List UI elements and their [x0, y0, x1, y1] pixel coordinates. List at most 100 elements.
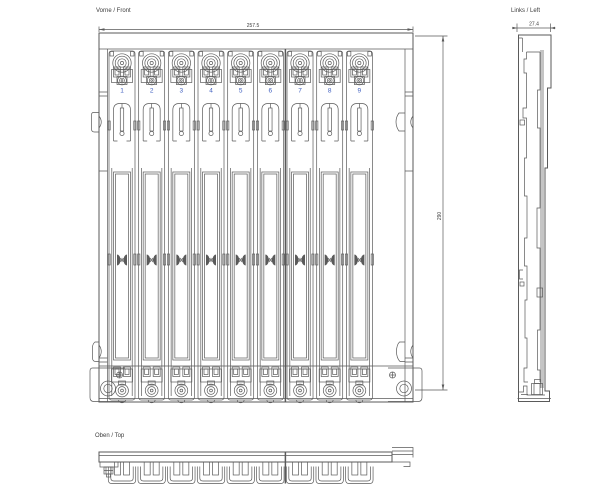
- front-module: 9: [345, 50, 374, 404]
- module-number: 9: [358, 88, 362, 95]
- front-modules: 1: [107, 50, 374, 404]
- top-clip: [167, 461, 196, 484]
- marker-arrows-icon: [206, 254, 217, 266]
- lower-terminal-screw-icon: [204, 383, 218, 398]
- module-number: 4: [209, 88, 213, 95]
- top-clips: [107, 461, 374, 484]
- right-mounting-foot: [388, 367, 423, 402]
- top-clip: [196, 461, 226, 484]
- marker-arrows-icon: [146, 254, 157, 266]
- front-height-dimension: 290: [415, 35, 448, 391]
- upper-terminal-block: [140, 66, 163, 83]
- side-depth-value: 27.4: [529, 22, 539, 28]
- release-latch: [256, 103, 285, 142]
- left-view: [517, 34, 552, 402]
- front-view: 1: [89, 32, 423, 404]
- release-latch: [137, 103, 167, 142]
- ground-screw-icon: [389, 371, 396, 379]
- front-module: 4: [196, 50, 226, 404]
- lower-terminal-screw-icon: [115, 383, 129, 398]
- upper-terminal-block: [111, 66, 133, 83]
- front-module: 5: [226, 50, 256, 404]
- top-clip: [285, 461, 315, 484]
- release-latch: [226, 103, 256, 142]
- module-number: 5: [239, 88, 243, 95]
- left-mounting-foot: [89, 367, 125, 402]
- label-channel: [107, 171, 137, 361]
- marker-arrows-icon: [176, 254, 187, 266]
- release-latch: [166, 103, 196, 142]
- top-clip: [315, 461, 344, 484]
- top-clip: [226, 461, 255, 484]
- lower-terminal-screw-icon: [174, 383, 189, 398]
- top-view: [98, 447, 414, 484]
- module-number: 3: [180, 88, 184, 95]
- left-view-label: Links / Left: [511, 8, 540, 14]
- label-channel: [196, 171, 226, 361]
- upper-terminal-block: [229, 66, 252, 83]
- label-channel: [226, 171, 256, 361]
- label-channel: [345, 171, 374, 361]
- lower-terminal-screw-icon: [293, 383, 307, 398]
- marker-arrows-icon: [265, 254, 276, 266]
- lower-terminal-block: [140, 366, 163, 386]
- lower-terminal-block: [200, 366, 222, 386]
- lower-terminal-screw-icon: [352, 383, 367, 398]
- clamp-screw-icon: [116, 75, 128, 86]
- module-number: 1: [120, 88, 124, 95]
- marker-arrows-icon: [117, 254, 127, 266]
- label-channel: [137, 171, 167, 361]
- front-width-value: 257.5: [247, 23, 260, 29]
- lower-terminal-screw-icon: [322, 383, 337, 398]
- lower-terminal-block: [318, 366, 341, 386]
- ground-screw-icon: [116, 371, 123, 379]
- release-latch: [345, 103, 374, 142]
- lower-terminal-screw-icon: [263, 383, 278, 398]
- label-channel: [166, 171, 196, 361]
- upper-terminal-block: [259, 66, 282, 83]
- top-clip: [345, 461, 374, 484]
- front-module: 7: [285, 50, 315, 404]
- front-module: 8: [315, 50, 345, 404]
- upper-terminal-block: [200, 66, 222, 83]
- upper-terminal-block: [318, 66, 341, 83]
- clamp-screw-icon: [205, 75, 217, 86]
- lower-terminal-block: [170, 366, 193, 386]
- lower-terminal-block: [289, 366, 311, 386]
- lower-terminal-block: [259, 366, 282, 386]
- din-rail-stub: [392, 447, 414, 467]
- front-module: 1: [107, 50, 137, 404]
- label-channel: [256, 171, 285, 361]
- lower-terminal-block: [111, 366, 133, 386]
- module-number: 2: [150, 88, 154, 95]
- upper-terminal-screw-icon: [290, 53, 310, 73]
- lower-terminal-block: [348, 366, 371, 386]
- lower-terminal-screw-icon: [233, 383, 248, 398]
- top-view-label: Oben / Top: [95, 433, 125, 439]
- upper-terminal-block: [170, 66, 193, 83]
- release-latch: [315, 103, 345, 142]
- marker-arrows-icon: [235, 254, 246, 266]
- release-latch: [196, 103, 226, 142]
- clamp-screw-icon: [235, 75, 247, 86]
- upper-terminal-block: [348, 66, 371, 83]
- front-module: 2: [137, 50, 167, 404]
- front-module: 6: [256, 50, 285, 404]
- lower-terminal-block: [229, 366, 252, 386]
- side-foot: [517, 379, 551, 399]
- marker-arrows-icon: [295, 254, 306, 266]
- label-channel: [285, 171, 315, 361]
- upper-terminal-block: [289, 66, 311, 83]
- marker-arrows-icon: [324, 254, 335, 266]
- clamp-screw-icon: [324, 75, 336, 86]
- clamp-screw-icon: [354, 75, 365, 86]
- top-clip: [256, 461, 285, 484]
- release-latch: [107, 103, 137, 142]
- module-number: 8: [328, 88, 332, 95]
- front-height-value: 290: [437, 212, 443, 221]
- clamp-screw-icon: [294, 75, 306, 86]
- side-depth-dimension: 27.4: [512, 22, 556, 32]
- release-latch: [285, 103, 315, 142]
